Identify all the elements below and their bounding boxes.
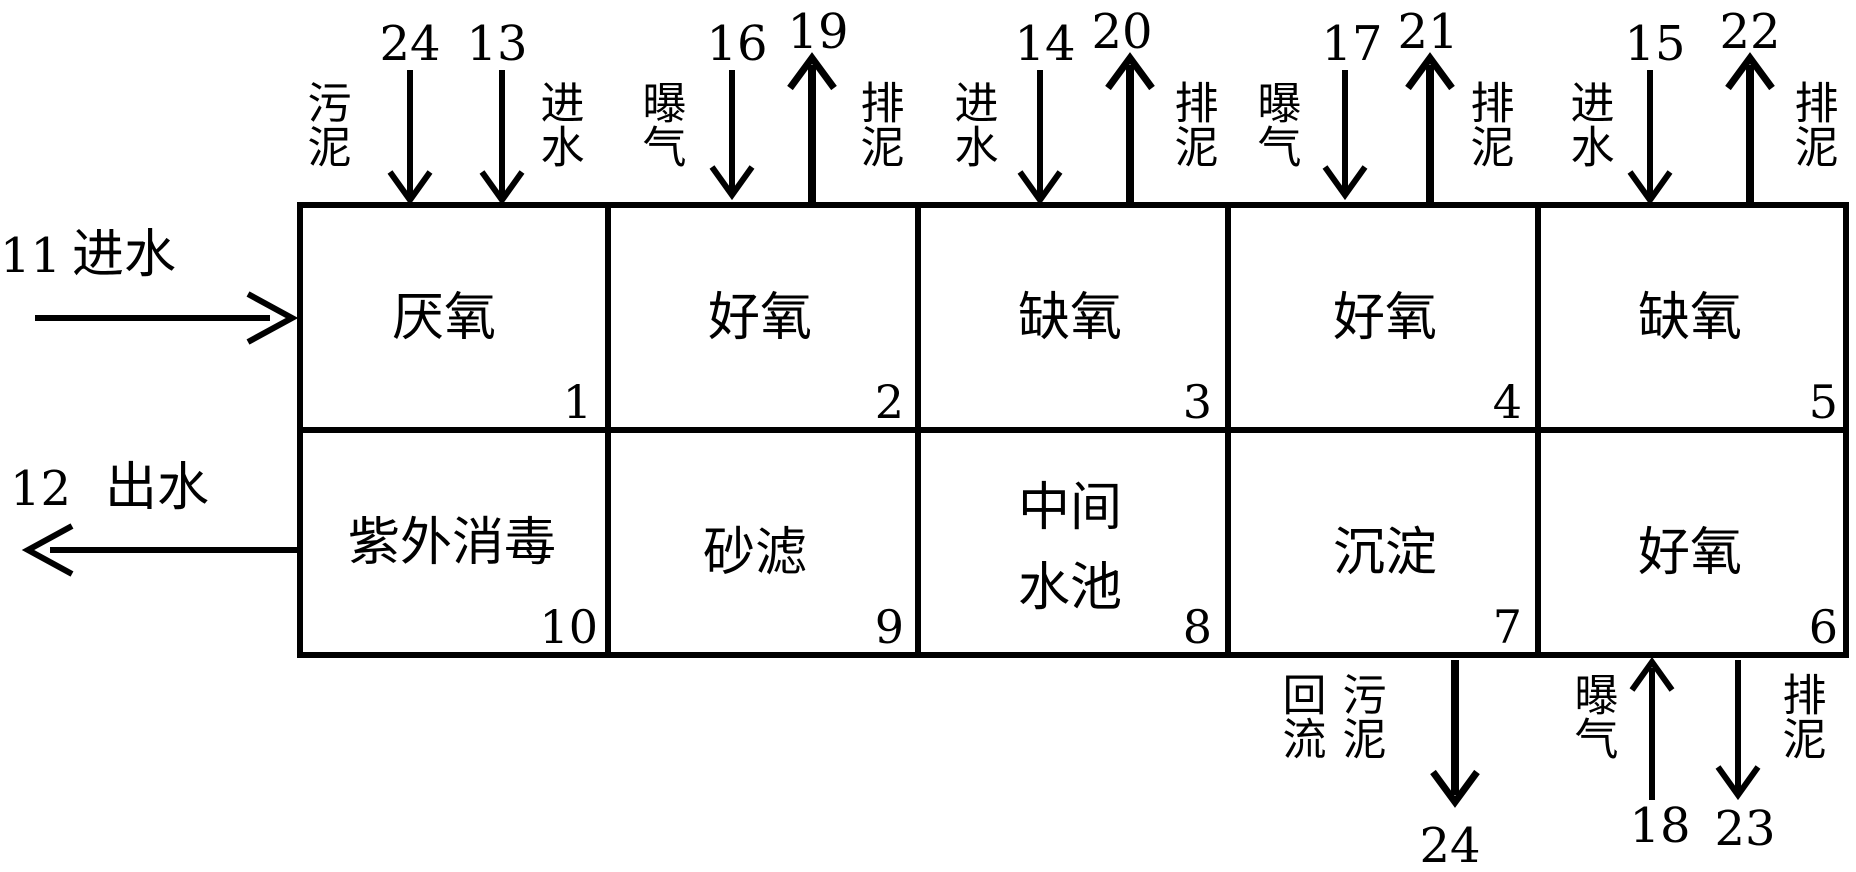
- cell-3-label: 缺氧: [1018, 288, 1122, 348]
- cell-1-label: 厌氧: [392, 288, 496, 348]
- arrow-19-discharge-up: [787, 52, 837, 205]
- cell-6-label: 好氧: [1638, 523, 1742, 583]
- arrow-22-label: 排泥: [1787, 80, 1838, 168]
- outlet-label: 出水: [105, 458, 209, 518]
- arrow-17-label: 曝气: [1250, 80, 1301, 168]
- arrow-16-aeration-down: [709, 70, 755, 201]
- arrow-17-aeration-down: [1322, 70, 1368, 201]
- outlet-arrow: [21, 523, 300, 577]
- arrow-24b-number: 24: [1419, 818, 1480, 872]
- inlet-label: 进水: [72, 225, 176, 285]
- arrow-18-label: 曝气: [1567, 672, 1618, 760]
- cell-5-number: 5: [1809, 375, 1838, 429]
- arrow-15-label: 进水: [1563, 80, 1614, 168]
- cell-8-label-line2: 水池: [1018, 558, 1122, 618]
- arrow-23-discharge-down: [1715, 660, 1761, 801]
- cell-4-number: 4: [1493, 375, 1522, 429]
- cell-2-label: 好氧: [708, 288, 812, 348]
- arrow-21-discharge-up: [1405, 52, 1455, 205]
- cell-4-label: 好氧: [1333, 288, 1437, 348]
- arrow-21-label: 排泥: [1463, 80, 1514, 168]
- arrow-18-aeration-up: [1629, 656, 1675, 800]
- cell-6-number: 6: [1809, 600, 1838, 654]
- cell-3-number: 3: [1183, 375, 1212, 429]
- arrow-13-label: 进水: [533, 80, 584, 168]
- arrow-24-number: 24: [379, 16, 440, 72]
- arrow-20-discharge-up: [1105, 52, 1155, 205]
- cell-1-number: 1: [563, 375, 592, 429]
- arrow-15-number: 15: [1624, 16, 1685, 72]
- arrow-13-number: 13: [466, 16, 527, 72]
- inlet-number: 11: [0, 228, 61, 284]
- arrow-16-number: 16: [706, 16, 767, 72]
- cell-9-number: 9: [875, 600, 904, 654]
- arrow-19-label: 排泥: [853, 80, 904, 168]
- cell-10-label: 紫外消毒: [348, 513, 556, 573]
- arrow-23-label: 排泥: [1775, 672, 1826, 760]
- inlet-arrow: [35, 291, 299, 345]
- cell-5-label: 缺氧: [1638, 288, 1742, 348]
- cell-8-border: [915, 427, 1231, 658]
- arrow-24-sludge-down: [387, 70, 433, 206]
- arrow-18-number: 18: [1629, 798, 1690, 854]
- cell-8-label-line1: 中间: [1018, 478, 1122, 538]
- arrow-20-label: 排泥: [1167, 80, 1218, 168]
- arrow-24-return-sludge-down: [1430, 660, 1480, 808]
- arrow-14-label: 进水: [947, 80, 998, 168]
- arrow-14-number: 14: [1014, 16, 1075, 72]
- cell-7-number: 7: [1493, 600, 1522, 654]
- arrow-21-number: 21: [1397, 4, 1458, 60]
- arrow-24-label: 污泥: [300, 80, 351, 168]
- cell-9-label: 砂滤: [703, 523, 807, 583]
- arrow-23-number: 23: [1714, 801, 1775, 857]
- arrow-20-number: 20: [1091, 4, 1152, 60]
- cell-7-label: 沉淀: [1333, 523, 1437, 583]
- arrow-19-number: 19: [787, 4, 848, 60]
- cell-2-number: 2: [875, 375, 904, 429]
- tank-grid: [297, 202, 1849, 658]
- arrow-22-discharge-up: [1725, 52, 1775, 205]
- outlet-number: 12: [10, 461, 71, 517]
- arrow-24b-label-line2: 污泥: [1335, 672, 1386, 760]
- cell-10-number: 10: [539, 600, 598, 654]
- arrow-22-number: 22: [1719, 4, 1780, 60]
- arrow-16-label: 曝气: [635, 80, 686, 168]
- arrow-17-number: 17: [1321, 16, 1382, 72]
- cell-8-number: 8: [1183, 600, 1212, 654]
- arrow-14-inflow-down: [1017, 70, 1063, 206]
- arrow-24b-label-line1: 回流: [1275, 672, 1326, 760]
- cell-6-border: [1535, 427, 1849, 658]
- arrow-15-inflow-down: [1627, 70, 1673, 206]
- arrow-13-inflow-down: [479, 70, 525, 206]
